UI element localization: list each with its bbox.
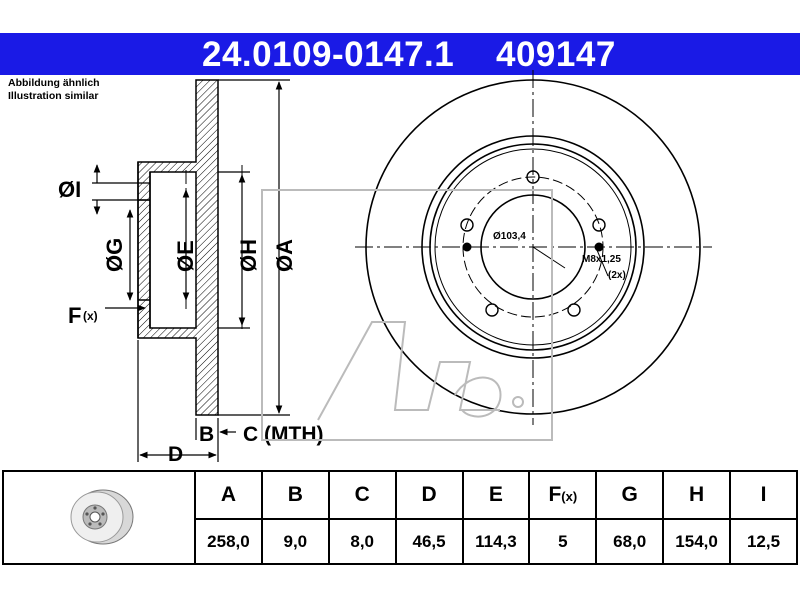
label-dia-g: ØG bbox=[102, 238, 127, 272]
header-f: F(x) bbox=[528, 470, 598, 520]
thread-label: M8x1,25 bbox=[582, 254, 621, 265]
value-i: 12,5 bbox=[729, 518, 798, 565]
ate-watermark-logo bbox=[261, 189, 553, 441]
header-a: A bbox=[194, 470, 263, 520]
illustration-note: Abbildung ähnlich Illustration similar bbox=[8, 77, 100, 103]
header-banner: 24.0109-0147.1 409147 bbox=[0, 33, 800, 75]
disc-thumbnail bbox=[2, 470, 196, 565]
header-c: C bbox=[327, 470, 397, 520]
value-h: 154,0 bbox=[662, 518, 731, 565]
header-g: G bbox=[595, 470, 665, 520]
value-g: 68,0 bbox=[595, 518, 665, 565]
note-line-de: Abbildung ähnlich bbox=[8, 77, 100, 89]
label-b: B bbox=[199, 423, 214, 446]
value-e: 114,3 bbox=[461, 518, 531, 565]
header-e: E bbox=[461, 470, 531, 520]
label-dia-h: ØH bbox=[236, 239, 261, 272]
header-d: D bbox=[394, 470, 464, 520]
label-f: F bbox=[68, 303, 81, 328]
value-d: 46,5 bbox=[394, 518, 464, 565]
part-number: 24.0109-0147.1 bbox=[202, 35, 455, 74]
header-f-sub: (x) bbox=[561, 489, 578, 504]
thread-count-label: (2x) bbox=[608, 270, 626, 281]
label-dia-i: ØI bbox=[58, 177, 81, 202]
ref-number: 409147 bbox=[496, 35, 616, 74]
label-d: D bbox=[168, 443, 183, 466]
note-line-en: Illustration similar bbox=[8, 90, 99, 102]
label-c-mth: C (MTH) bbox=[243, 423, 323, 446]
label-dia-e: ØE bbox=[173, 240, 198, 272]
disc-thumbnail-icon bbox=[70, 489, 134, 544]
dimension-lines bbox=[92, 79, 290, 462]
header-f-letter: F bbox=[548, 483, 562, 506]
header-i: I bbox=[729, 470, 798, 520]
header-b: B bbox=[260, 470, 330, 520]
label-dia-a: ØA bbox=[272, 239, 297, 272]
value-c: 8,0 bbox=[327, 518, 397, 565]
disc-front-view bbox=[355, 70, 712, 425]
header-h: H bbox=[662, 470, 731, 520]
bolt-circle-label: Ø103,4 bbox=[493, 231, 526, 242]
value-a: 258,0 bbox=[194, 518, 263, 565]
value-f: 5 bbox=[528, 518, 598, 565]
value-b: 9,0 bbox=[260, 518, 330, 565]
dimension-table: A B C D E F(x) G H I 258,0 9,0 8,0 46,5 … bbox=[2, 470, 798, 565]
label-f-sub: (x) bbox=[83, 309, 98, 323]
technical-drawing: ØI ØG ØE ØH ØA F (x) B C (MTH) D Ø103,4 … bbox=[58, 70, 712, 466]
